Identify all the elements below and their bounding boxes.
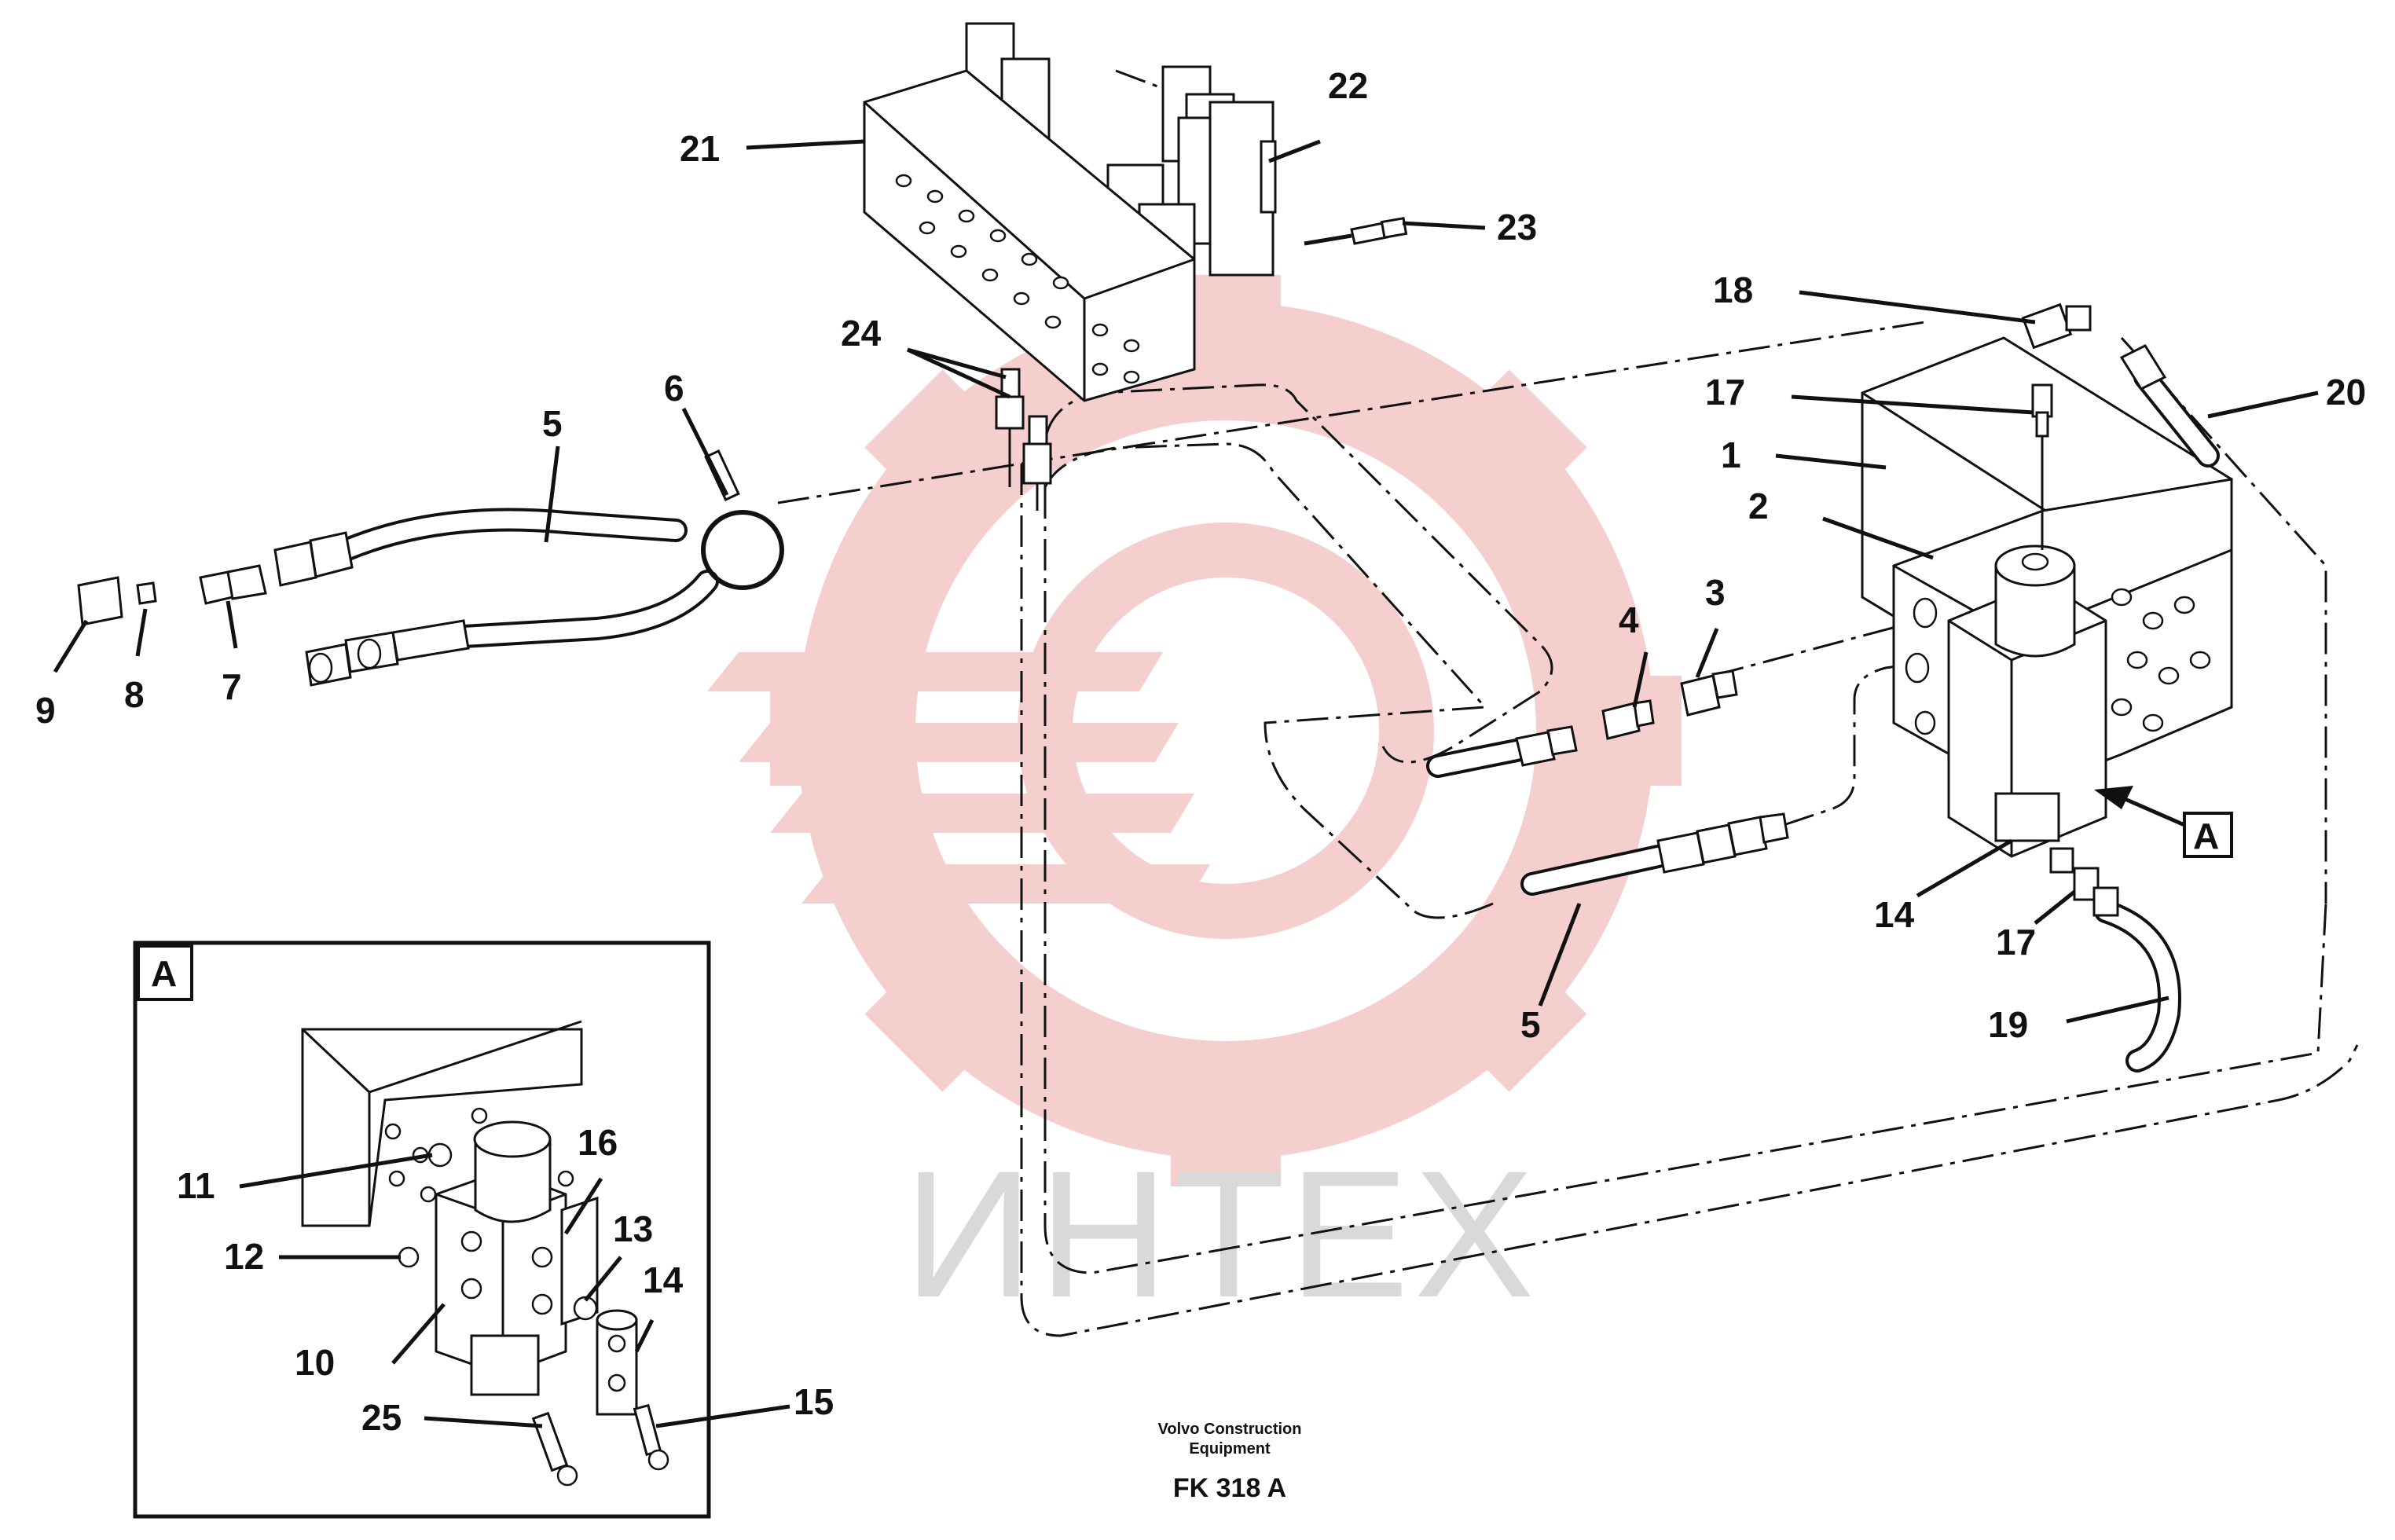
hose-5-right [1426,725,1789,896]
view-arrow-a: A [2094,786,2233,858]
label-18: 18 [1713,270,1753,310]
label-23: 23 [1497,207,1537,248]
label-21: 21 [680,128,720,169]
detail-label-16: 16 [578,1122,618,1163]
block-holes [895,174,1140,384]
leader-lines [53,139,2319,1024]
detail-label-14: 14 [643,1260,684,1300]
label-22: 22 [1328,65,1368,106]
detail-label-11: 11 [177,1165,215,1206]
detail-label-10: 10 [295,1342,335,1383]
label-2: 2 [1748,486,1769,526]
label-3: 3 [1705,572,1726,613]
detail-label-15: 15 [794,1381,834,1422]
detail-label-25: 25 [361,1397,402,1438]
label-6: 6 [664,368,684,409]
label-4: 4 [1619,600,1639,640]
detail-holes [384,1107,592,1284]
label-7: 7 [222,666,242,707]
label-1: 1 [1721,434,1741,475]
label-17-bottom: 17 [1996,922,2036,962]
fittings-3-4 [1601,669,1738,740]
caption-company-line2: Equipment [1189,1440,1271,1458]
solenoid-block [863,22,1277,402]
hose-assembly-left [77,449,784,687]
part-labels: 21 22 23 24 5 6 7 8 9 18 17 1 2 3 4 20 1… [35,65,2366,1045]
gear-logo-icon [707,275,1682,1186]
watermark: ИНТЕХ [707,275,1682,1335]
caption-company-line1: Volvo Construction [1158,1421,1302,1438]
detail-title: A [151,953,177,994]
hose-19 [2049,847,2181,1072]
label-17-top: 17 [1705,372,1745,412]
connectors-24 [995,368,1052,511]
label-9: 9 [35,690,56,731]
view-a-marker: A [2193,816,2219,856]
connector-plug-23 [1304,216,1408,246]
fittings-17-18 [2021,302,2092,550]
label-5-right: 5 [1520,1004,1541,1045]
label-19: 19 [1988,1004,2028,1045]
hose-20 [2119,344,2220,468]
label-8: 8 [124,674,145,715]
label-14: 14 [1874,894,1915,935]
label-24: 24 [841,313,882,354]
valve-holes [1905,588,2211,735]
detail-view-a: A [133,940,834,1519]
detail-label-13: 13 [613,1208,653,1249]
watermark-text: ИНТЕХ [904,1133,1539,1335]
caption-figure-code: FK 318 A [1173,1473,1286,1503]
detail-label-12: 12 [224,1236,264,1277]
dashed-lines [777,69,2359,1337]
label-5-left: 5 [542,403,563,444]
label-20: 20 [2326,372,2366,412]
valve-assembly [1861,336,2233,858]
figure-caption: Volvo Construction Equipment FK 318 A [1158,1421,1302,1503]
